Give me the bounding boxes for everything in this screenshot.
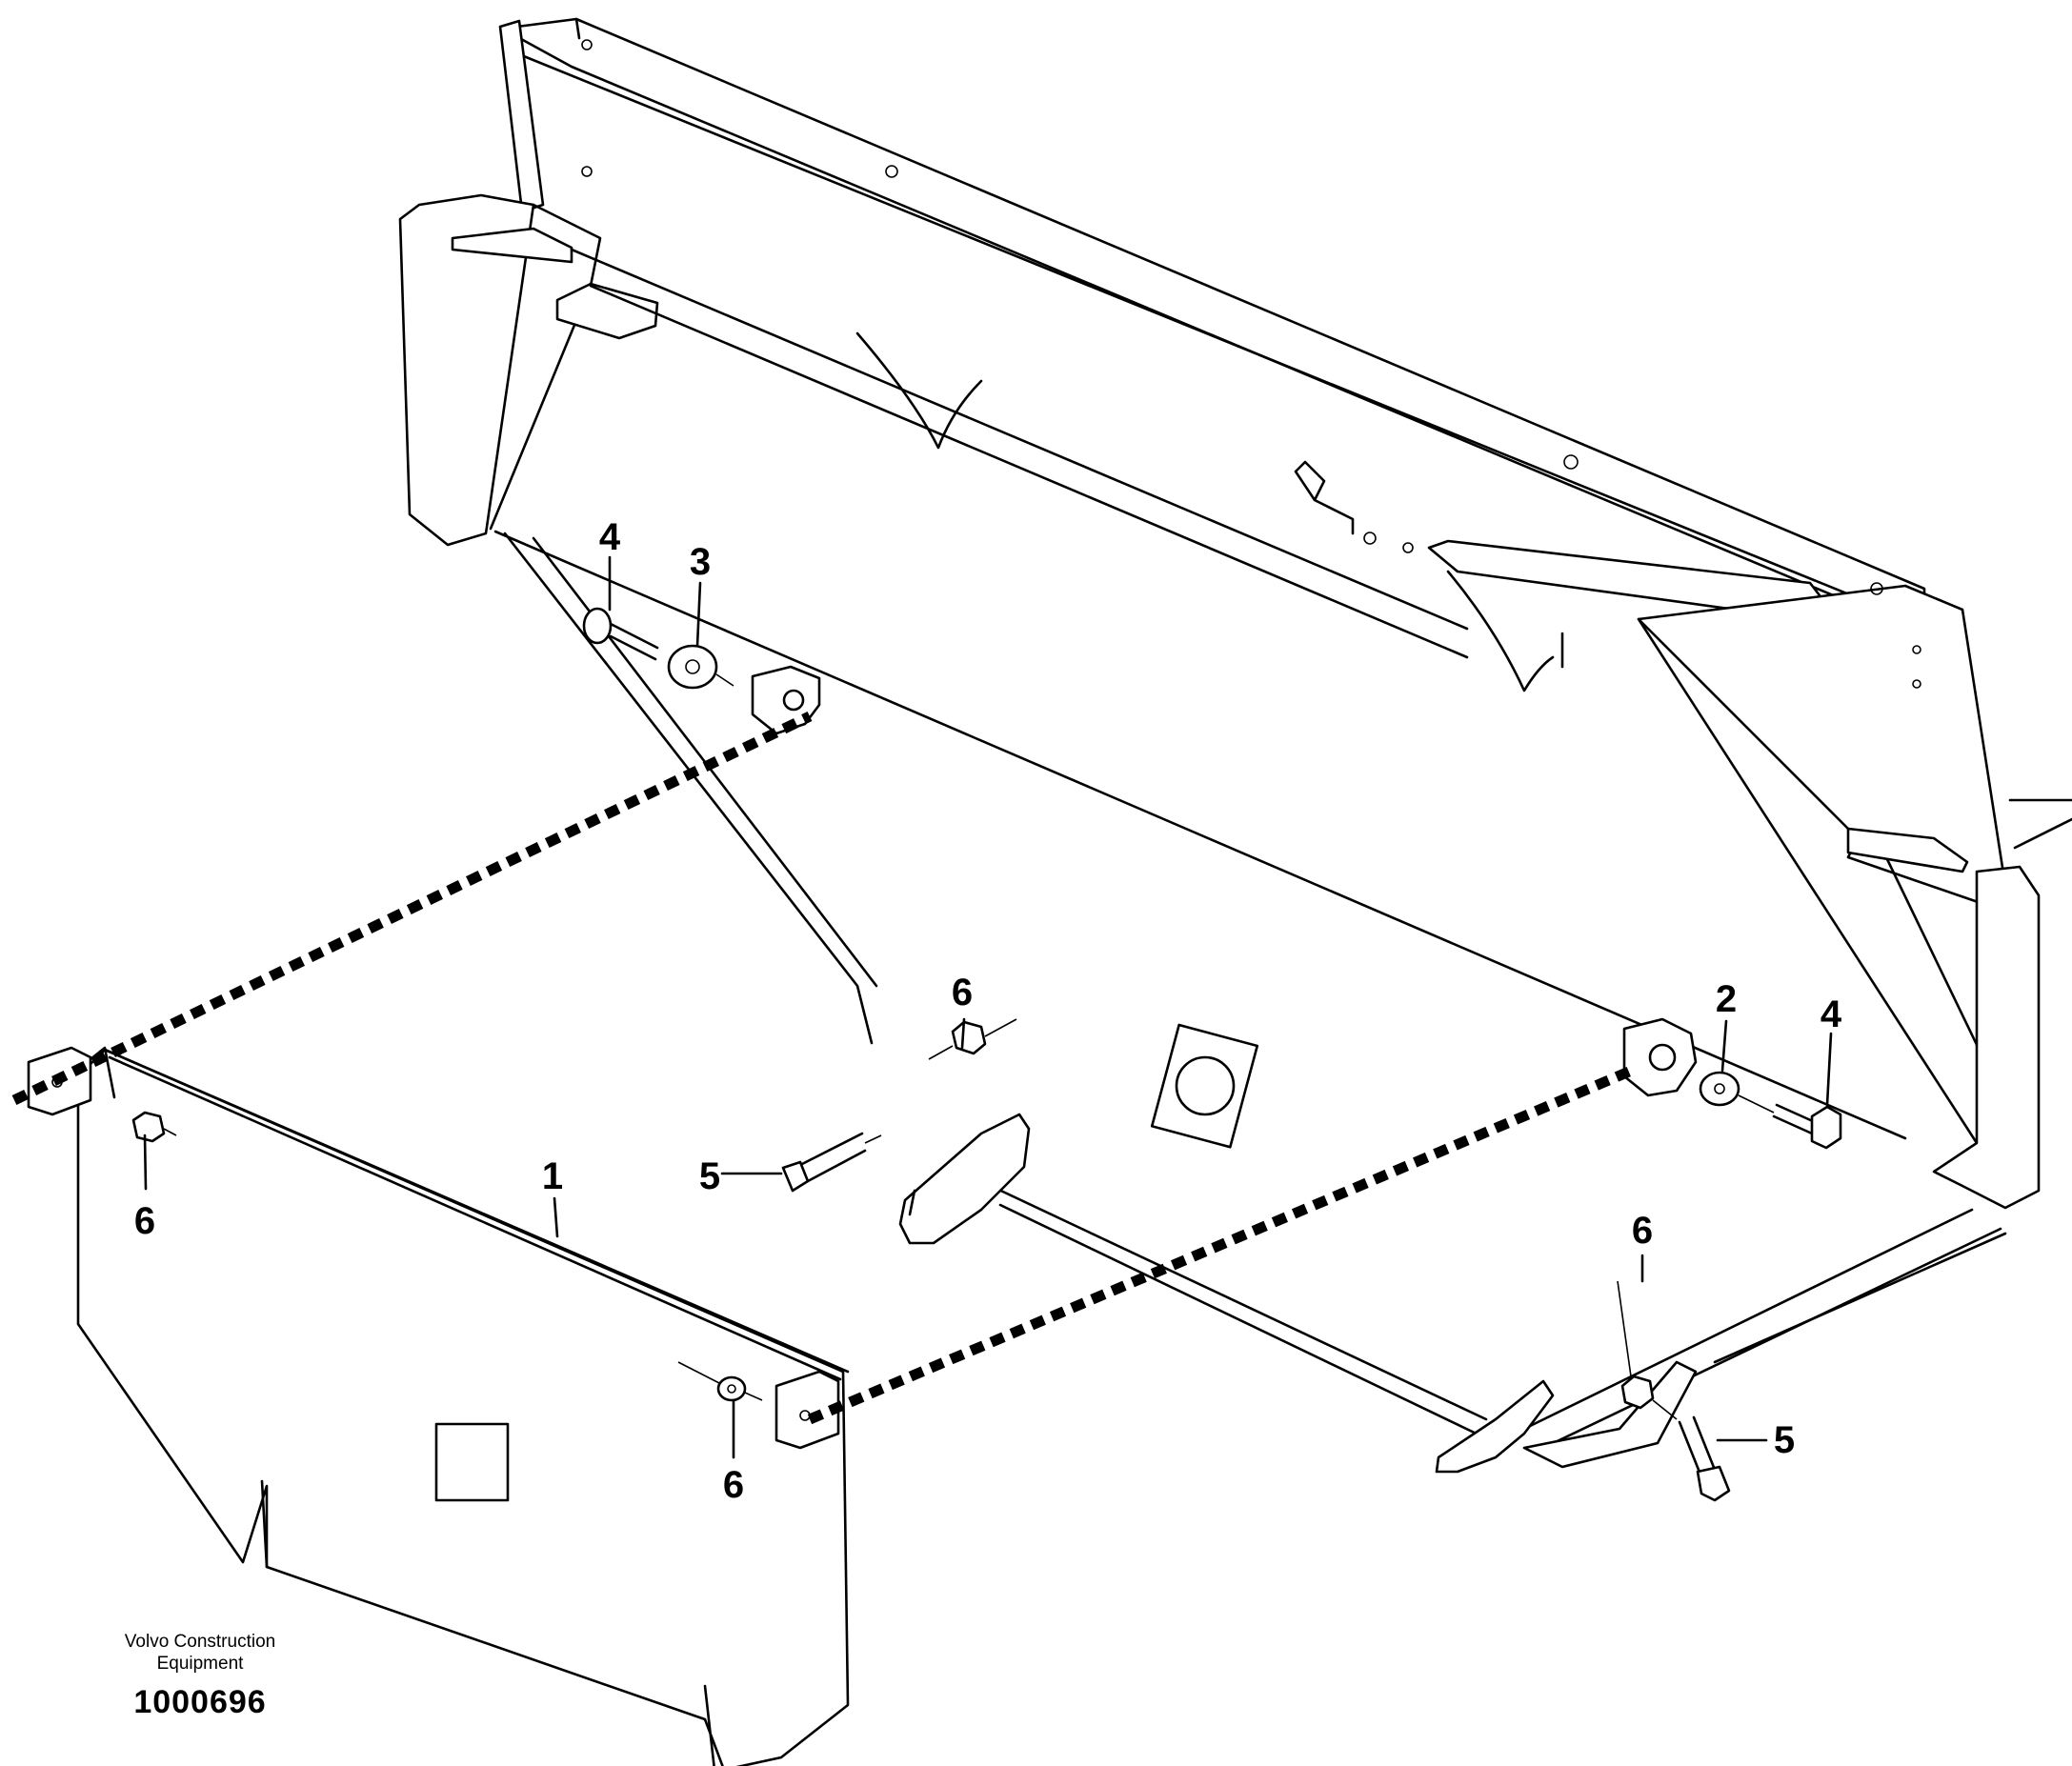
callout-4-right: 4 bbox=[1821, 993, 1842, 1035]
callout-6-mid: 6 bbox=[952, 972, 973, 1013]
alignment-lines bbox=[11, 712, 1632, 1425]
leader-lines bbox=[143, 555, 1833, 1459]
bolt-4-right bbox=[1772, 1103, 1842, 1150]
manufacturer-line-1: Volvo Construction bbox=[124, 1632, 276, 1652]
callout-1: 1 bbox=[542, 1155, 563, 1197]
drawing-caption: Volvo Construction Equipment 1000696 bbox=[57, 1631, 343, 1721]
callout-5-right: 5 bbox=[1774, 1419, 1795, 1461]
guard-plate bbox=[27, 1046, 850, 1766]
callout-6-plate: 6 bbox=[723, 1464, 744, 1506]
bolt-4-upper bbox=[582, 607, 659, 661]
callout-4-upper: 4 bbox=[599, 516, 621, 558]
callout-6-right: 6 bbox=[1632, 1210, 1653, 1252]
bucket-frame bbox=[398, 17, 2072, 1474]
callout-6-left: 6 bbox=[134, 1200, 155, 1242]
washer-2 bbox=[1699, 1071, 1775, 1114]
fasteners bbox=[131, 607, 1842, 1502]
nut-6-right bbox=[1617, 1280, 1655, 1410]
callout-3: 3 bbox=[690, 541, 711, 583]
bolt-5-right bbox=[1652, 1399, 1731, 1502]
callout-5-left: 5 bbox=[699, 1155, 720, 1197]
drawing-number: 1000696 bbox=[133, 1684, 267, 1720]
manufacturer-line-2: Equipment bbox=[156, 1654, 244, 1674]
nut-6-mid bbox=[928, 1018, 1017, 1060]
callout-2: 2 bbox=[1716, 978, 1737, 1020]
callout-labels: 1 2 3 4 4 5 5 6 6 6 6 bbox=[134, 516, 1842, 1506]
washer-3 bbox=[667, 644, 734, 690]
bolt-5-left bbox=[781, 1132, 882, 1193]
washer-6-plate bbox=[677, 1361, 763, 1402]
nut-6-left bbox=[131, 1111, 177, 1143]
